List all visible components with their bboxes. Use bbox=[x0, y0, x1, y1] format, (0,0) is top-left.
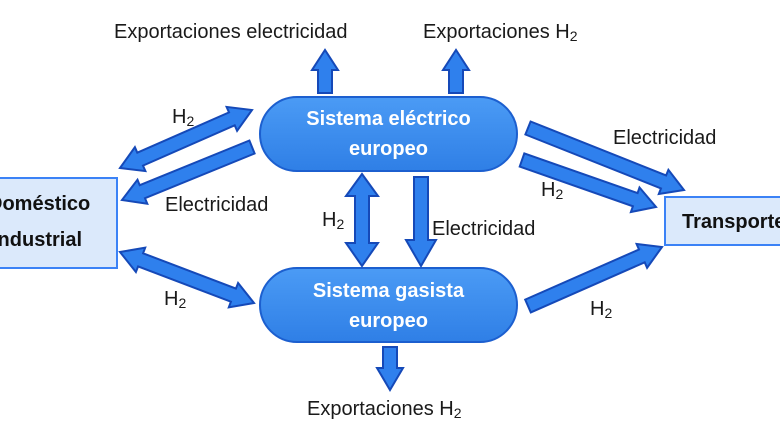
h2-label-domestic-gas: H2 bbox=[164, 288, 187, 311]
export-h2-label-bottom: Exportaciones H2 bbox=[307, 398, 462, 421]
electricity-label-transport: Electricidad bbox=[613, 127, 717, 149]
h2-label-domestic-electric: H2 bbox=[172, 106, 195, 129]
electric-system-node bbox=[259, 96, 518, 172]
export-h2-arrow-bottom bbox=[375, 346, 405, 392]
electricity-label-domestic: Electricidad bbox=[165, 194, 269, 216]
transport-label: Transporte bbox=[682, 211, 780, 233]
gas-system-node bbox=[259, 267, 518, 343]
h2-label-gas-transport: H2 bbox=[590, 298, 613, 321]
domestic-label-line1: Doméstico bbox=[0, 193, 91, 215]
domestic-industrial-box bbox=[0, 177, 118, 269]
gas-system-label: Sistema gasista europeo bbox=[260, 276, 517, 336]
electricity-arrow-to-domestic bbox=[120, 139, 256, 205]
electricity-arrow-to-transport bbox=[524, 120, 686, 196]
diagonal-arrows bbox=[118, 105, 686, 314]
electric-system-line1: Sistema eléctrico bbox=[306, 108, 471, 130]
domestic-label-line2: Industrial bbox=[0, 229, 83, 251]
electricity-arrow-vertical bbox=[404, 176, 438, 269]
export-h2-label-top: Exportaciones H2 bbox=[423, 21, 578, 44]
h2-label-electric-transport: H2 bbox=[541, 179, 564, 202]
gas-system-line2: europeo bbox=[349, 310, 428, 332]
h2-double-arrow-vertical bbox=[344, 172, 380, 268]
export-h2-arrow-top bbox=[441, 48, 471, 94]
export-electricity-label: Exportaciones electricidad bbox=[114, 21, 348, 43]
h2-label-vertical: H2 bbox=[322, 209, 345, 232]
electricity-label-vertical: Electricidad bbox=[432, 218, 536, 240]
transport-box bbox=[664, 196, 780, 246]
h2-arrow-gas-transport bbox=[523, 242, 664, 314]
electric-system-label: Sistema eléctrico europeo bbox=[260, 104, 517, 164]
gas-system-line1: Sistema gasista bbox=[312, 280, 465, 302]
export-electricity-arrow bbox=[310, 48, 340, 94]
h2-double-arrow-domestic-electric bbox=[118, 105, 254, 173]
electric-system-line2: europeo bbox=[349, 138, 428, 160]
h2-arrow-electric-transport bbox=[518, 152, 658, 214]
h2-double-arrow-domestic-gas bbox=[118, 246, 256, 309]
